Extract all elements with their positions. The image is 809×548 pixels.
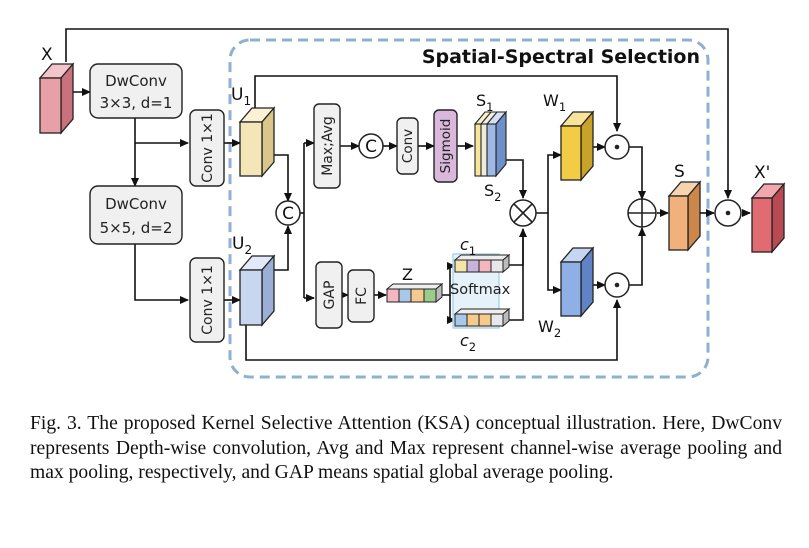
dwconv-5x5-line2: 5×5, d=2 (100, 219, 173, 237)
c1-label: c1 (460, 235, 476, 258)
input-tensor-x (38, 62, 75, 135)
w2-tensor (559, 246, 595, 318)
conv1x1-top-label: Conv 1×1 (200, 113, 216, 183)
dot-op-1 (604, 134, 630, 160)
z-label: Z (402, 265, 413, 284)
fc-label: FC (354, 287, 370, 305)
u1-tensor (238, 106, 276, 178)
s1-label: S1 (476, 91, 493, 114)
maxavg-label: Max;Avg (320, 116, 336, 176)
conv1x1-bottom-label: Conv 1×1 (200, 265, 216, 335)
dot-op-3 (714, 199, 742, 227)
output-tensor-x-prime (750, 182, 786, 254)
concat-op-2: C (358, 133, 384, 159)
conv-label: Conv (400, 129, 416, 163)
sigmoid-label: Sigmoid (438, 119, 454, 174)
c1-vector (453, 253, 511, 274)
output-label: X' (754, 163, 770, 183)
s-tensor (667, 180, 702, 252)
dwconv-5x5-block: DwConv 5×5, d=2 (89, 185, 183, 245)
dwconv-3x3-line2: 3×3, d=1 (100, 94, 173, 112)
conv1x1-top-block: Conv 1×1 (189, 109, 225, 187)
ksa-diagram: Spatial-Spectral Selection (38, 28, 786, 379)
u2-tensor (238, 254, 276, 327)
fc-block: FC (347, 269, 375, 323)
dwconv-5x5-line1: DwConv (105, 195, 167, 213)
dwconv-3x3-block: DwConv 3×3, d=1 (89, 63, 183, 119)
softmax-label: Softmax (450, 282, 511, 298)
w2-label: W2 (538, 317, 561, 340)
c2-vector (453, 307, 511, 328)
figure-caption: Fig. 3. The proposed Kernel Selective At… (30, 413, 782, 483)
u2-label: U2 (232, 234, 252, 257)
input-label: X (41, 45, 53, 65)
u1-label: U1 (231, 85, 251, 108)
conv-block: Conv (396, 117, 419, 175)
svg-text:C: C (282, 204, 294, 224)
svg-text:C: C (365, 137, 377, 157)
z-vector (385, 282, 444, 304)
s2-label: S2 (484, 181, 501, 204)
gap-label: GAP (322, 281, 338, 310)
dot-op-2 (604, 272, 630, 298)
w1-tensor (559, 110, 595, 182)
region-title: Spatial-Spectral Selection (422, 46, 700, 68)
maxavg-block: Max;Avg (313, 103, 341, 189)
multiply-op (509, 199, 537, 227)
dwconv-3x3-line1: DwConv (105, 72, 167, 90)
c2-label: c2 (460, 331, 476, 354)
add-op (627, 198, 657, 228)
spatial-spectral-selection-region (228, 38, 710, 379)
s-label: S (674, 162, 685, 182)
gap-block: GAP (315, 261, 343, 329)
w1-label: W1 (543, 91, 566, 114)
conv1x1-bottom-block: Conv 1×1 (189, 257, 225, 343)
connectors (65, 28, 751, 361)
concat-op-1: C (275, 200, 301, 226)
sigmoid-block: Sigmoid (433, 109, 458, 183)
s1-s2-tensor-stack (473, 110, 508, 178)
